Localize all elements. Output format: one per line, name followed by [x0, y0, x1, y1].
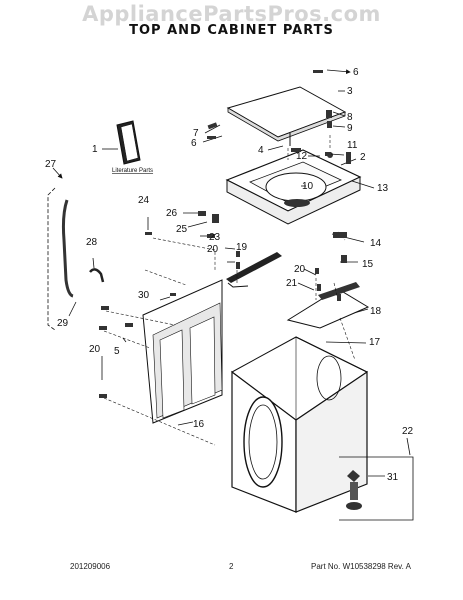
callout-20-left: 20	[89, 344, 101, 355]
callout-13: 13	[377, 183, 389, 194]
callout-5: 5	[114, 346, 120, 357]
watermark: AppliancePartsPros.com	[82, 2, 381, 26]
footer-part-number: Part No. W10538298 Rev. A	[311, 562, 411, 571]
dashed-leaders	[103, 135, 356, 446]
callout-4: 4	[258, 145, 264, 156]
cabinet-back-panel	[142, 279, 223, 424]
cabinet	[231, 336, 368, 513]
front-bracket	[286, 282, 370, 329]
callout-28: 28	[86, 237, 98, 248]
footer-date-code: 201209006	[70, 562, 111, 571]
callout-22: 22	[402, 426, 414, 437]
callout-17: 17	[369, 337, 381, 348]
literature-parts-label: Literature Parts	[112, 168, 153, 174]
callout-25: 25	[176, 224, 188, 235]
leveling-leg	[346, 470, 362, 510]
callout-1: 1	[92, 144, 98, 155]
callout-9: 9	[347, 123, 353, 134]
callout-30: 30	[138, 290, 150, 301]
callout-8: 8	[347, 112, 353, 123]
callout-24: 24	[138, 195, 150, 206]
callout-23: 23	[209, 232, 221, 243]
page-title: TOP AND CABINET PARTS	[129, 23, 334, 38]
callout-3: 3	[347, 86, 353, 97]
callout-20-right: 20	[294, 264, 306, 275]
callout-18: 18	[370, 306, 382, 317]
callout-29: 29	[57, 318, 69, 329]
footer-page-number: 2	[229, 562, 234, 571]
callout-21: 21	[286, 278, 298, 289]
callout-15: 15	[362, 259, 374, 270]
callout-31: 31	[387, 472, 399, 483]
callout-19: 19	[236, 242, 248, 253]
callout-12: 12	[296, 151, 308, 162]
callout-6-lid: 6	[191, 138, 197, 149]
top-panel	[225, 149, 362, 225]
callout-numbers: 6 3 7 6 8 9 4 11 12 2 10 13 14 15 1 27 2…	[45, 67, 414, 483]
top-bracket-rail	[226, 252, 282, 288]
bracket-22	[339, 456, 414, 521]
drain-hose	[47, 187, 105, 331]
callout-20-upper: 20	[207, 244, 219, 255]
screws	[99, 70, 351, 398]
callout-14: 14	[370, 238, 382, 249]
callout-6-top: 6	[353, 67, 359, 78]
callout-10: 10	[302, 181, 314, 192]
callout-2: 2	[360, 152, 366, 163]
callout-16: 16	[193, 419, 205, 430]
callout-11: 11	[347, 140, 358, 151]
callout-26: 26	[166, 208, 178, 219]
literature-booklet: Literature Parts	[102, 120, 153, 174]
callout-27: 27	[45, 159, 57, 170]
top-lid	[226, 86, 347, 146]
callout-7: 7	[193, 128, 199, 139]
